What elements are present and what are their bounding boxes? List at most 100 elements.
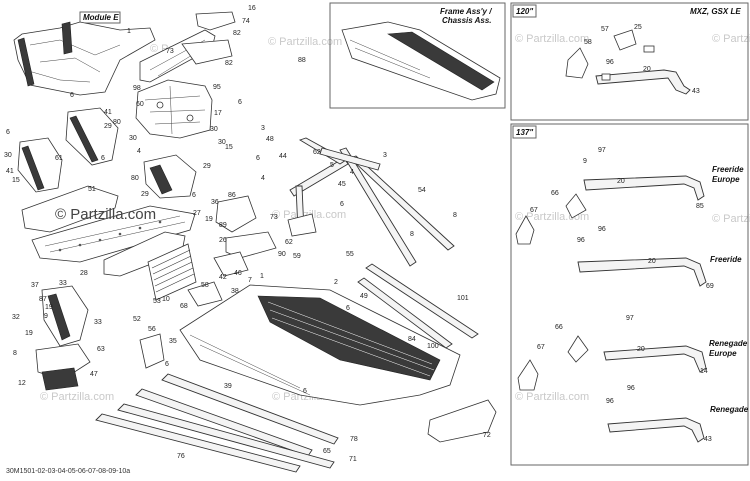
side-plates-group xyxy=(17,107,119,193)
callout-number: 4 xyxy=(137,148,141,155)
box-120 xyxy=(510,2,749,121)
small-mount-56 xyxy=(139,333,165,369)
callout-number: 73 xyxy=(166,48,174,55)
callout-number: 96 xyxy=(598,226,606,233)
module-e-label-box xyxy=(79,11,121,24)
variant-label-line: Freeride xyxy=(712,165,744,174)
rear-bumper-43 xyxy=(595,69,691,95)
box-120-model: MXZ, GSX LE xyxy=(690,7,741,16)
motor-mount-lower xyxy=(225,231,277,259)
steering-support-group xyxy=(139,11,236,83)
bumper-mount-66 xyxy=(565,193,587,219)
callout-number: 63 xyxy=(97,346,105,353)
callout-number: 3 xyxy=(383,152,387,159)
bracket-67b xyxy=(517,359,539,391)
callout-number: 43 xyxy=(704,436,712,443)
callout-number: 5 xyxy=(330,162,334,169)
callout-number: 27 xyxy=(193,210,201,217)
callout-number: 4 xyxy=(261,175,265,182)
callout-number: 67 xyxy=(530,207,538,214)
callout-number: 53 xyxy=(153,298,161,305)
callout-number: 76 xyxy=(177,453,185,460)
callout-number: 97 xyxy=(626,315,634,322)
callout-number: 29 xyxy=(104,123,112,130)
rear-bumper-85 xyxy=(583,175,705,201)
tunnel-group xyxy=(179,284,461,406)
callout-number: 28 xyxy=(80,270,88,277)
callout-number: 8 xyxy=(453,212,457,219)
callout-number: 80 xyxy=(113,119,121,126)
callout-number: 89 xyxy=(219,222,227,229)
callout-number: 16 xyxy=(248,5,256,12)
callout-number: 60 xyxy=(136,101,144,108)
callout-number: 6 xyxy=(165,361,169,368)
box-120-length: 120" xyxy=(516,7,533,16)
callout-number: 29 xyxy=(141,191,149,198)
center-frame-group xyxy=(135,79,213,139)
callout-number: 14 xyxy=(700,368,708,375)
callout-number: 82 xyxy=(233,30,241,37)
callout-number: 85 xyxy=(696,203,704,210)
watermark: © Partzilla.com xyxy=(268,36,342,48)
callout-number: 96 xyxy=(606,398,614,405)
mid-bracket-group xyxy=(143,154,277,307)
hyfax-slide-78 xyxy=(161,373,339,445)
watermark: © Partzilla.com xyxy=(515,391,589,403)
upper-column-plate xyxy=(181,39,233,65)
box-137-length: 137" xyxy=(516,128,533,137)
variant-label-renegade: Renegade xyxy=(710,405,749,414)
callout-number: 52 xyxy=(133,316,141,323)
box-137 xyxy=(510,123,749,466)
callout-number: 6 xyxy=(303,388,307,395)
callout-number: 96 xyxy=(627,385,635,392)
callout-number: 6 xyxy=(101,155,105,162)
callout-number: 8 xyxy=(410,231,414,238)
upper-tube xyxy=(289,157,349,197)
callout-number: 67 xyxy=(537,344,545,351)
brace-tube xyxy=(319,147,381,171)
variant-label-renegade-europe: Renegade Europe xyxy=(709,339,749,358)
callout-number: 72 xyxy=(483,432,491,439)
callout-number: 47 xyxy=(90,371,98,378)
callout-number: 19 xyxy=(45,304,53,311)
left-lower-group xyxy=(35,285,165,391)
callout-number: 26 xyxy=(219,237,227,244)
shock-bracket xyxy=(143,154,197,199)
callout-number: 69 xyxy=(706,283,714,290)
callout-number: 6 xyxy=(256,155,260,162)
callout-number: 39 xyxy=(224,383,232,390)
callout-number: 41 xyxy=(104,109,112,116)
callout-number: 37 xyxy=(31,282,39,289)
variant-label-line: Europe xyxy=(709,349,737,358)
callout-number: 17 xyxy=(214,110,222,117)
callout-number: 74 xyxy=(242,18,250,25)
motor-mount xyxy=(215,195,257,233)
callout-number: 38 xyxy=(231,288,239,295)
callout-number: 8 xyxy=(13,350,17,357)
variant-label-freeride: Freeride xyxy=(710,255,742,264)
callout-number: 82 xyxy=(225,60,233,67)
rear-bumper-72 xyxy=(427,399,497,443)
box-137-length-tag xyxy=(512,125,537,139)
callout-number: 19 xyxy=(205,216,213,223)
watermark: © Partzilla.com xyxy=(515,33,589,45)
callout-number: 57 xyxy=(601,26,609,33)
callout-number: 9 xyxy=(44,313,48,320)
tube-foot-bracket xyxy=(287,213,317,237)
rear-bumper-14 xyxy=(603,345,707,373)
callout-number: 25 xyxy=(634,24,642,31)
callout-number: 66 xyxy=(551,190,559,197)
callout-number: 42 xyxy=(219,274,227,281)
callout-number: 1 xyxy=(127,28,131,35)
callout-number: 45 xyxy=(338,181,346,188)
callout-number: 48 xyxy=(266,136,274,143)
slide-rails-group xyxy=(95,263,497,473)
callout-number: 61 xyxy=(55,155,63,162)
foot-rest xyxy=(41,367,79,391)
bearing-support xyxy=(187,281,223,307)
watermark: © Partzilla.com xyxy=(712,213,750,225)
callout-number: 30 xyxy=(210,126,218,133)
tunnel-rail-101 xyxy=(365,263,479,339)
callout-number: 98 xyxy=(133,85,141,92)
